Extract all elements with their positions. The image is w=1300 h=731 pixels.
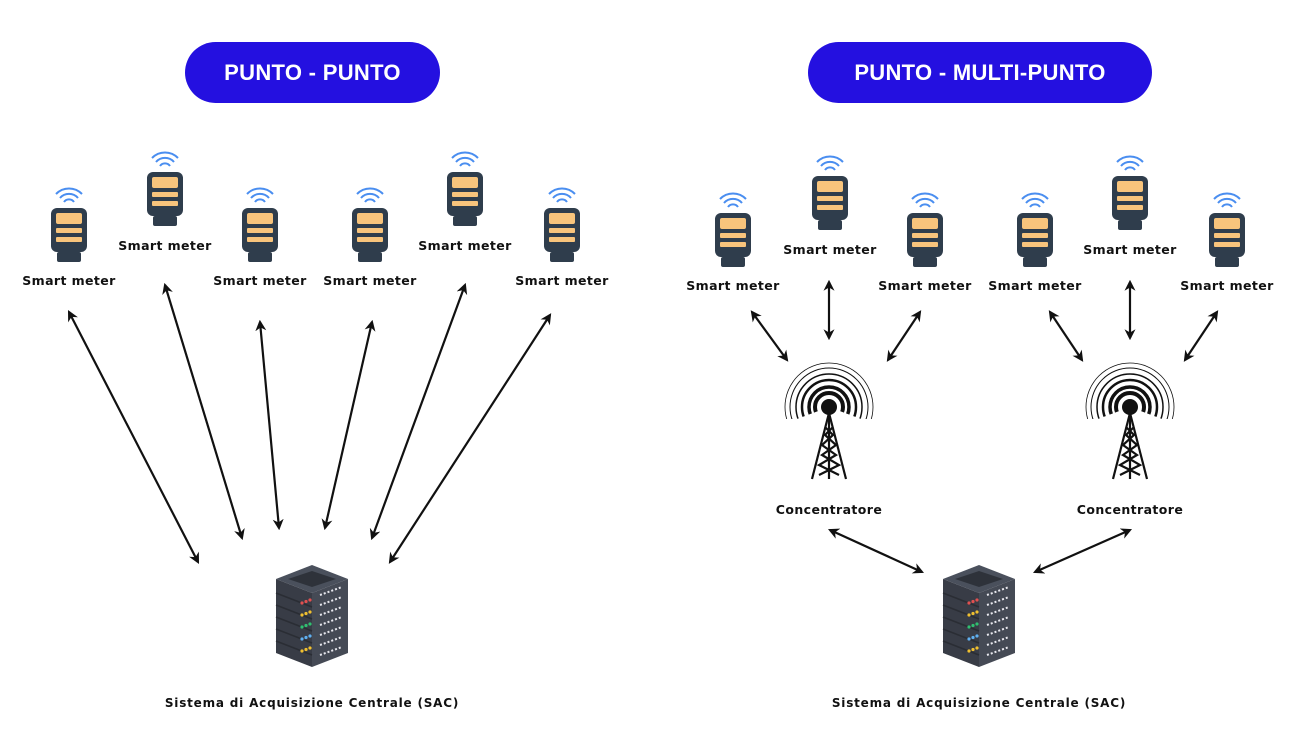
svg-text:Smart meter: Smart meter [686,278,780,293]
svg-text:Smart meter: Smart meter [1180,278,1274,293]
smart-meter: Smart meter [988,192,1082,293]
svg-text:Smart meter: Smart meter [515,273,609,288]
svg-text:Smart meter: Smart meter [22,273,116,288]
smart-meter: Smart meter [1083,155,1177,257]
smart-meter: Smart meter [418,151,512,253]
server-icon [942,564,1016,668]
smart-meter: Smart meter [118,151,212,253]
smart-meter: Smart meter [1180,192,1274,293]
smart-meter: Smart meter [878,192,972,293]
smart-meter: Smart meter [213,187,307,288]
smart-meter: Smart meter [22,187,116,288]
svg-text:Smart meter: Smart meter [323,273,417,288]
svg-text:Concentratore: Concentratore [776,502,882,517]
punto-punto-title: PUNTO - PUNTO [185,42,440,103]
smart-meter: Smart meter [783,155,877,257]
svg-text:Smart meter: Smart meter [213,273,307,288]
server-icon [275,564,349,668]
sac-label: Sistema di Acquisizione Centrale (SAC) [165,696,459,710]
right-arrows [750,279,1219,574]
concentrator-tower-icon: Concentratore [776,361,882,517]
svg-text:Smart meter: Smart meter [118,238,212,253]
svg-text:Smart meter: Smart meter [988,278,1082,293]
left-arrows [67,282,552,564]
smart-meter: Smart meter [323,187,417,288]
svg-text:Smart meter: Smart meter [418,238,512,253]
svg-text:Smart meter: Smart meter [783,242,877,257]
smart-meter: Smart meter [686,192,780,293]
svg-text:Concentratore: Concentratore [1077,502,1183,517]
smart-meter: Smart meter [515,187,609,288]
sac-label: Sistema di Acquisizione Centrale (SAC) [832,696,1126,710]
punto-multipunto-title: PUNTO - MULTI-PUNTO [808,42,1152,103]
concentrator-tower-icon: Concentratore [1077,361,1183,517]
svg-text:Smart meter: Smart meter [1083,242,1177,257]
svg-text:Smart meter: Smart meter [878,278,972,293]
